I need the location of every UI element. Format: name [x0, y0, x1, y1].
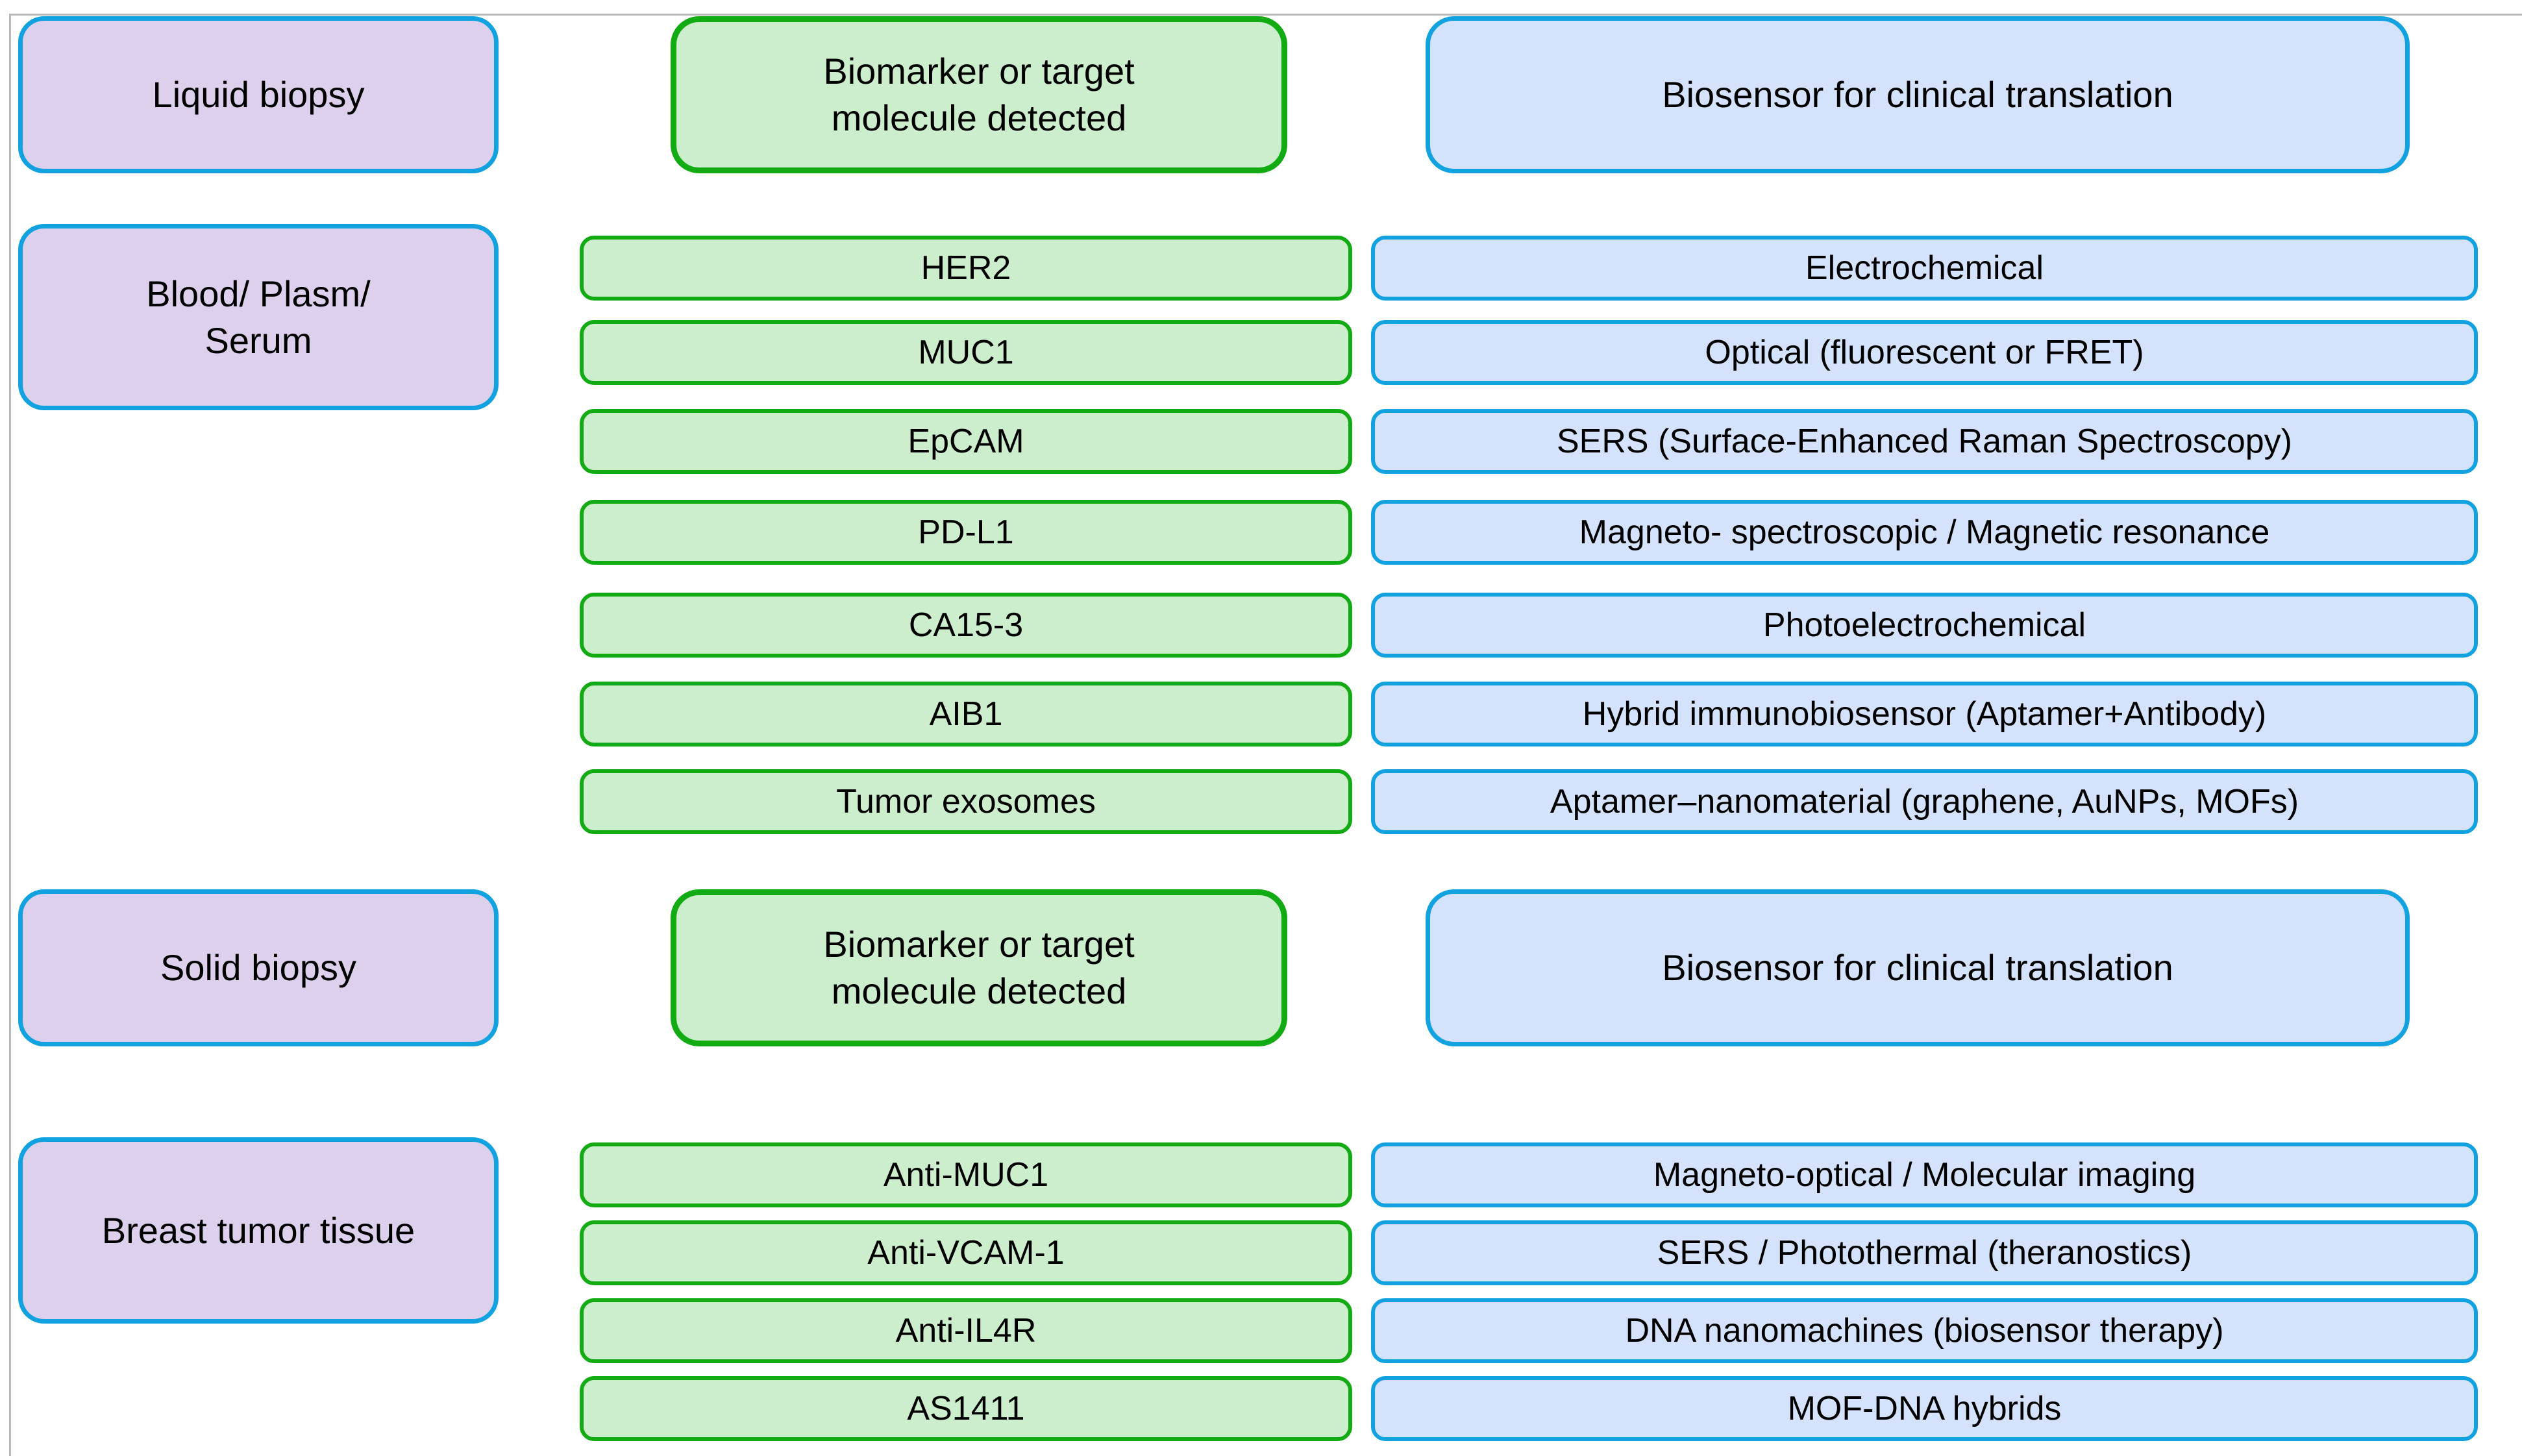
biomarker-her2: HER2	[580, 236, 1352, 301]
header-biomarker-liquid-biopsy: Biomarker or target molecule detected	[671, 16, 1287, 173]
biomarker-ca15-3: CA15-3	[580, 593, 1352, 658]
biomarker-pd-l1: PD-L1	[580, 500, 1352, 565]
biomarker-anti-vcam-1: Anti-VCAM-1	[580, 1220, 1352, 1285]
biosensor-hybrid-immunobiosensor: Hybrid immunobiosensor (Aptamer+Antibody…	[1371, 682, 2478, 747]
biomarker-anti-muc1: Anti-MUC1	[580, 1142, 1352, 1207]
sample-breast-tumor-tissue: Breast tumor tissue	[18, 1137, 499, 1324]
biosensor-dna-nanomachines: DNA nanomachines (biosensor therapy)	[1371, 1298, 2478, 1363]
biosensor-magneto-optical: Magneto-optical / Molecular imaging	[1371, 1142, 2478, 1207]
biomarker-aib1: AIB1	[580, 682, 1352, 747]
sample-blood-plasma-serum: Blood/ Plasm/ Serum	[18, 224, 499, 410]
page-rule-left	[9, 14, 11, 1456]
biosensor-aptamer-nanomaterial: Aptamer–nanomaterial (graphene, AuNPs, M…	[1371, 769, 2478, 834]
biosensor-optical-fluorescent-fret: Optical (fluorescent or FRET)	[1371, 320, 2478, 385]
biosensor-magneto-spectroscopic: Magneto- spectroscopic / Magnetic resona…	[1371, 500, 2478, 565]
header-biosensor-liquid-biopsy: Biosensor for clinical translation	[1426, 16, 2410, 173]
biomarker-epcam: EpCAM	[580, 409, 1352, 474]
biomarker-as1411: AS1411	[580, 1376, 1352, 1441]
page-rule-top	[9, 14, 2522, 16]
biosensor-photoelectrochemical: Photoelectrochemical	[1371, 593, 2478, 658]
biosensor-mof-dna-hybrids: MOF-DNA hybrids	[1371, 1376, 2478, 1441]
biosensor-sers: SERS (Surface-Enhanced Raman Spectroscop…	[1371, 409, 2478, 474]
biosensor-electrochemical: Electrochemical	[1371, 236, 2478, 301]
biomarker-anti-il4r: Anti-IL4R	[580, 1298, 1352, 1363]
header-biomarker-solid-biopsy: Biomarker or target molecule detected	[671, 889, 1287, 1046]
biosensor-sers-photothermal: SERS / Photothermal (theranostics)	[1371, 1220, 2478, 1285]
biomarker-tumor-exosomes: Tumor exosomes	[580, 769, 1352, 834]
biomarker-muc1: MUC1	[580, 320, 1352, 385]
header-biosensor-solid-biopsy: Biosensor for clinical translation	[1426, 889, 2410, 1046]
header-sample-liquid-biopsy: Liquid biopsy	[18, 16, 499, 173]
header-sample-solid-biopsy: Solid biopsy	[18, 889, 499, 1046]
